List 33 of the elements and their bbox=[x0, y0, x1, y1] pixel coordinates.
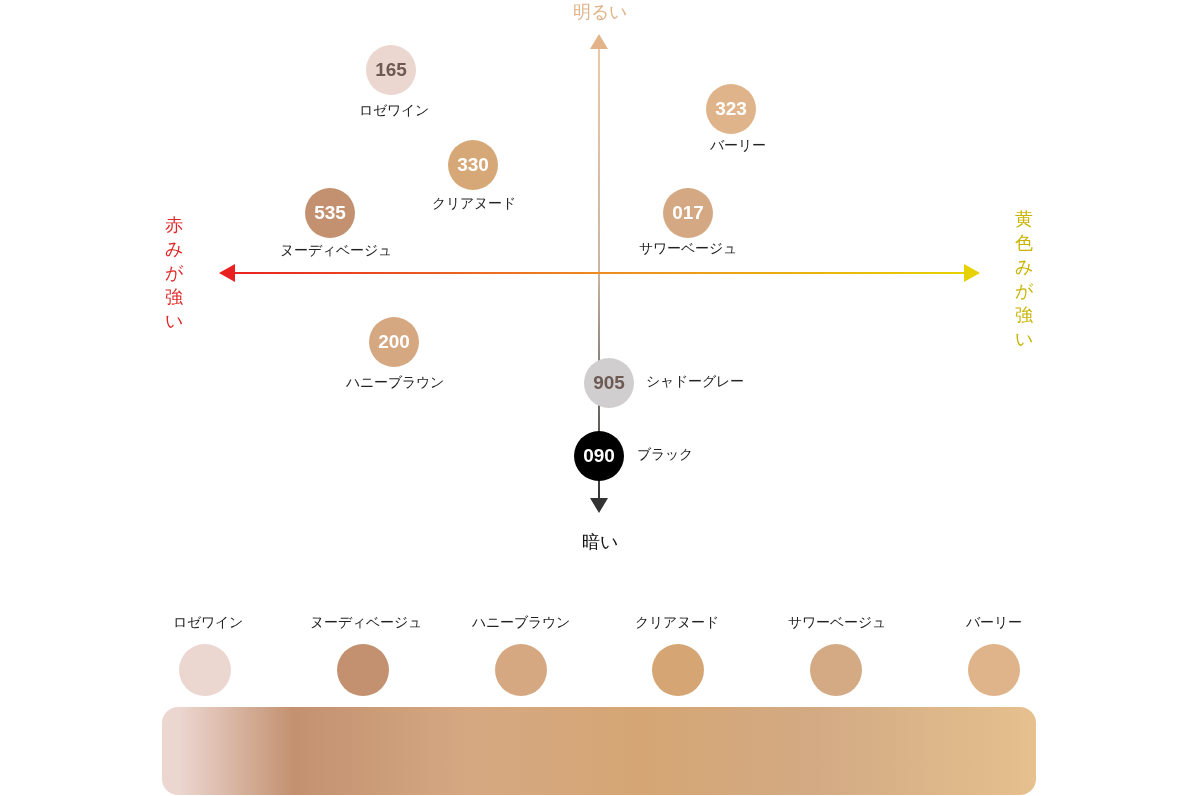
shade-name: ロゼワイン bbox=[173, 614, 243, 632]
color-swatch bbox=[810, 644, 862, 696]
shade-name: ハニーブラウン bbox=[346, 374, 444, 392]
shade-name: ヌーディベージュ bbox=[280, 242, 392, 260]
axis-label: 赤みが強い bbox=[164, 213, 184, 333]
shade-name: クリアヌード bbox=[432, 195, 516, 213]
numbered-swatch: 090 bbox=[574, 431, 624, 481]
gradient-bar bbox=[162, 707, 1036, 795]
color-swatch bbox=[495, 644, 547, 696]
color-swatch bbox=[968, 644, 1020, 696]
axis-label: 明るい bbox=[573, 0, 627, 24]
numbered-swatch: 323 bbox=[706, 84, 756, 134]
shade-name: ロゼワイン bbox=[359, 102, 429, 120]
numbered-swatch: 905 bbox=[584, 358, 634, 408]
color-swatch bbox=[652, 644, 704, 696]
color-swatch bbox=[337, 644, 389, 696]
numbered-swatch: 017 bbox=[663, 188, 713, 238]
numbered-swatch: 535 bbox=[305, 188, 355, 238]
shade-name: サワーベージュ bbox=[788, 614, 886, 632]
color-swatch bbox=[179, 644, 231, 696]
shade-name: クリアヌード bbox=[635, 614, 719, 632]
shade-name: サワーベージュ bbox=[639, 240, 737, 258]
shade-name: バーリー bbox=[710, 137, 766, 155]
axis-label: 黄色みが強い bbox=[1014, 207, 1034, 351]
numbered-swatch: 200 bbox=[369, 317, 419, 367]
shade-name: ブラック bbox=[637, 446, 693, 464]
shade-name: バーリー bbox=[966, 614, 1022, 632]
axis-label: 暗い bbox=[582, 530, 618, 554]
shade-name: シャドーグレー bbox=[646, 373, 744, 391]
numbered-swatch: 330 bbox=[448, 140, 498, 190]
shade-name: ヌーディベージュ bbox=[310, 614, 422, 632]
shade-name: ハニーブラウン bbox=[472, 614, 570, 632]
numbered-swatch: 165 bbox=[366, 45, 416, 95]
